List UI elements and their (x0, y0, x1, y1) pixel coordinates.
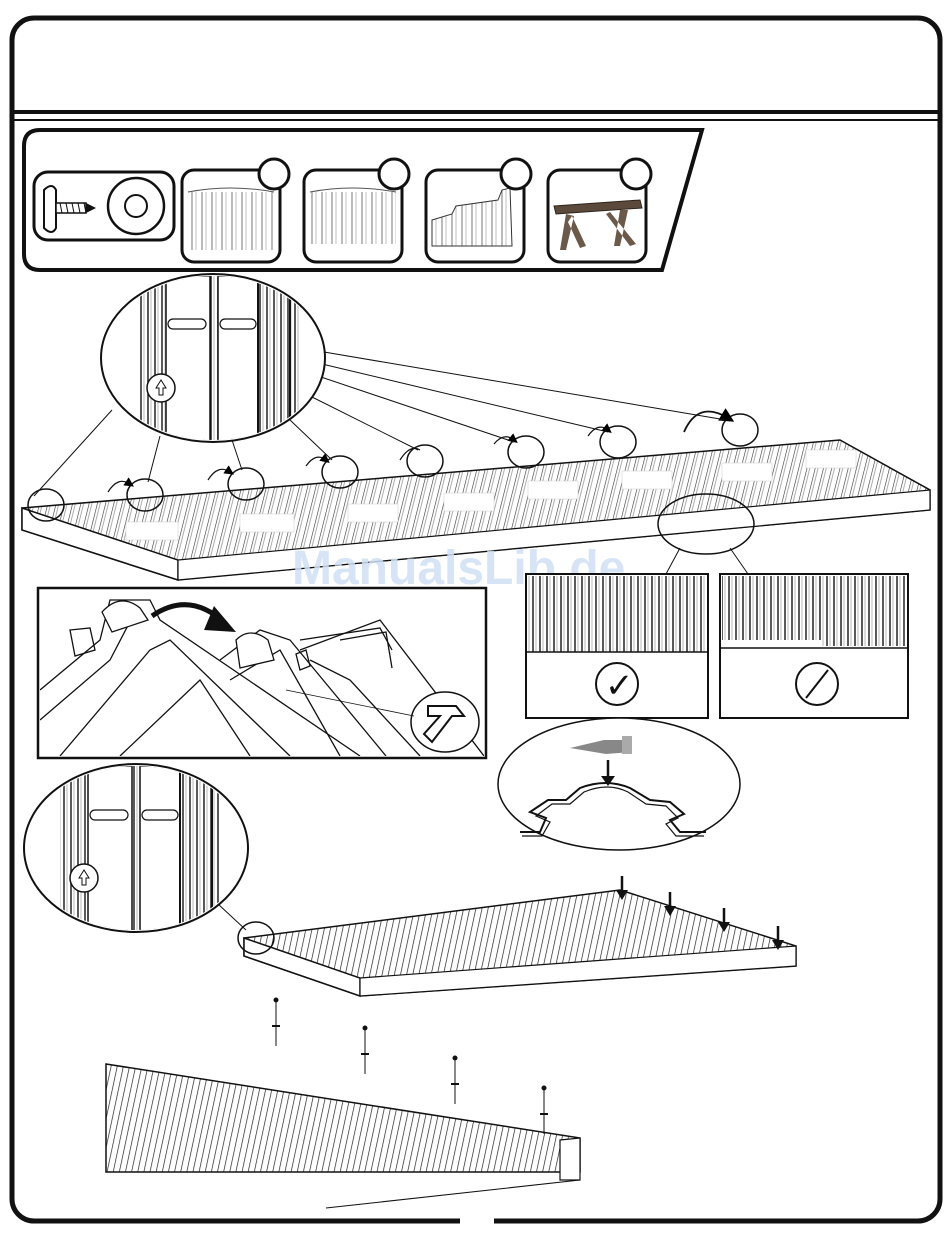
roof-panel-end-icon (426, 159, 531, 262)
overlap-detail-circle-bottom (24, 764, 248, 936)
screw-icon (34, 172, 174, 240)
roof-panel-icon (304, 159, 409, 262)
overlap-detail-circle-top (101, 274, 325, 446)
roof-assembly-bottom (106, 998, 580, 1208)
roof-assembly-middle (238, 876, 796, 996)
roof-panel-icon (182, 159, 289, 262)
correct-check-icon: ✓ (605, 667, 634, 705)
rib-overlap-zoom-box (38, 588, 486, 758)
table-icon (548, 159, 651, 262)
incorrect-alignment-panel (720, 574, 908, 718)
press-rib-detail (498, 718, 740, 850)
correct-alignment-panel: ✓ (526, 574, 708, 718)
